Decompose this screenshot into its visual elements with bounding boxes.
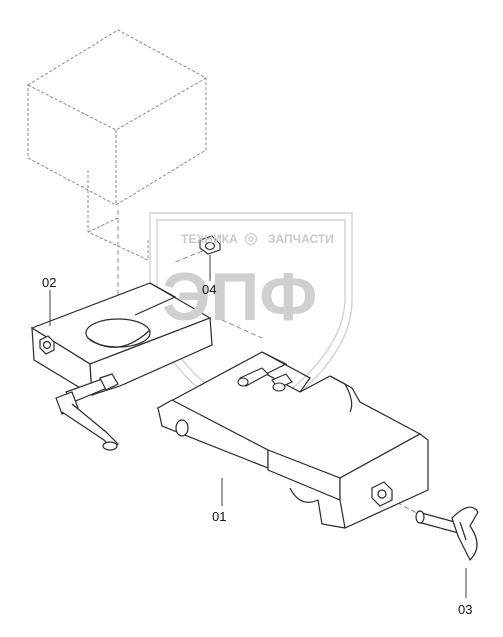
watermark-text-right: ЗАПЧАСТИ [268,232,334,246]
part-02-clamp [30,282,213,397]
watermark-text-left: ТЕХНИКА [181,232,238,246]
watermark-gear-icon [244,232,258,246]
part-02-lever-bolt [55,373,119,451]
callout-01: 01 [212,509,227,524]
leader-lines [49,255,467,598]
watermark-logo: ЭПФ [162,259,318,335]
callout-02: 02 [42,275,57,290]
part-04-bushing [199,235,221,255]
part-01-bracket [156,351,429,529]
phantom-block [27,29,207,261]
part-03-wing-bolt [415,506,479,562]
part-01-pins [237,367,293,392]
callout-03: 03 [458,602,473,617]
callout-04: 04 [202,282,217,297]
